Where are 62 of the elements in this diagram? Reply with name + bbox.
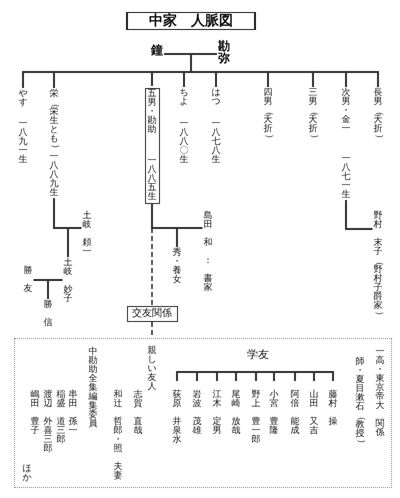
name-label: 和辻哲郎・照夫妻: [114, 391, 122, 481]
person-label: 勝信: [44, 301, 52, 328]
connector-line: [377, 72, 379, 87]
connector-line: [267, 72, 269, 87]
group-heading: 親しい友人: [148, 347, 156, 392]
connector-line: [215, 72, 217, 87]
person-label: 鐘: [151, 44, 163, 56]
name-label: 尾崎放哉: [232, 391, 240, 436]
name-label: 串田孫一: [68, 391, 78, 436]
connector-line: [151, 204, 202, 229]
name-label: 小宮豊隆: [270, 391, 278, 436]
person-label: 勝友: [24, 267, 32, 294]
person-label: 長男（夭折）: [374, 89, 382, 143]
person-label: 島田和：書家: [204, 212, 212, 293]
connector-line: [67, 228, 69, 257]
person-label: 四男（夭折）: [264, 89, 272, 143]
connector-line: [164, 53, 217, 55]
person-label: 野村末子（野村子爵家）: [374, 212, 382, 320]
dashed-line: [151, 228, 153, 306]
connector-line: [34, 279, 62, 281]
affiliation-label: 一高・東京帝大関係: [376, 348, 384, 438]
name-label: 嶋田豊子: [30, 391, 40, 436]
connector-line: [183, 72, 185, 87]
role-label: 中勘助全集編集委員: [88, 348, 98, 429]
connector-line: [47, 280, 49, 299]
name-label: 山田又吉: [310, 391, 318, 436]
name-label: 野上豊一郎: [252, 391, 260, 445]
name-label: 荻原井泉水: [172, 391, 182, 445]
connector-line: [345, 200, 372, 230]
connector-line: [176, 228, 178, 247]
person-label: 三男（夭折）: [308, 89, 318, 143]
connector-line: [53, 72, 55, 88]
title-box: 中家 人脈図: [126, 12, 256, 30]
name-label: 志賀直哉: [134, 391, 142, 436]
heading-box: 交友関係: [126, 306, 178, 322]
dashed-line: [151, 322, 153, 338]
connector-line: [151, 72, 153, 86]
connector-line: [22, 72, 24, 88]
person-label: 勘弥: [218, 40, 230, 64]
note-label: ほか: [22, 465, 32, 483]
person-label: ちよ 一八八〇生: [180, 89, 188, 165]
person-label: 栄（栄生とも）一八八九生: [50, 90, 58, 198]
name-label: 阿倍能成: [290, 391, 300, 436]
person-label: やす 一八九一生: [18, 90, 28, 165]
name-label: 渡辺外喜三郎: [44, 391, 52, 454]
connector-line: [345, 72, 347, 87]
group-box: [14, 338, 392, 488]
person-label: 土岐妙子: [64, 259, 72, 304]
person-label: 土岐頼一: [82, 212, 92, 257]
person-label: 次男・金一 一八七一生: [342, 89, 350, 200]
person-label: はつ 一八七八生: [212, 89, 220, 165]
name-label: 藤村操: [328, 391, 338, 427]
connector-line: [53, 198, 82, 229]
teacher-label: 師・夏目漱石（教授）: [356, 358, 364, 448]
group-heading: 学友: [247, 349, 269, 360]
name-label: 江木定男: [212, 391, 222, 436]
connector-line: [312, 72, 314, 87]
connector-line: [21, 53, 380, 73]
person-label: 秀・養女: [172, 249, 182, 285]
name-label: 稲盛道三郎: [56, 391, 66, 445]
name-label: 岩波茂雄: [192, 391, 202, 436]
person-box: 五男・勘助 一八八五生: [144, 88, 160, 204]
